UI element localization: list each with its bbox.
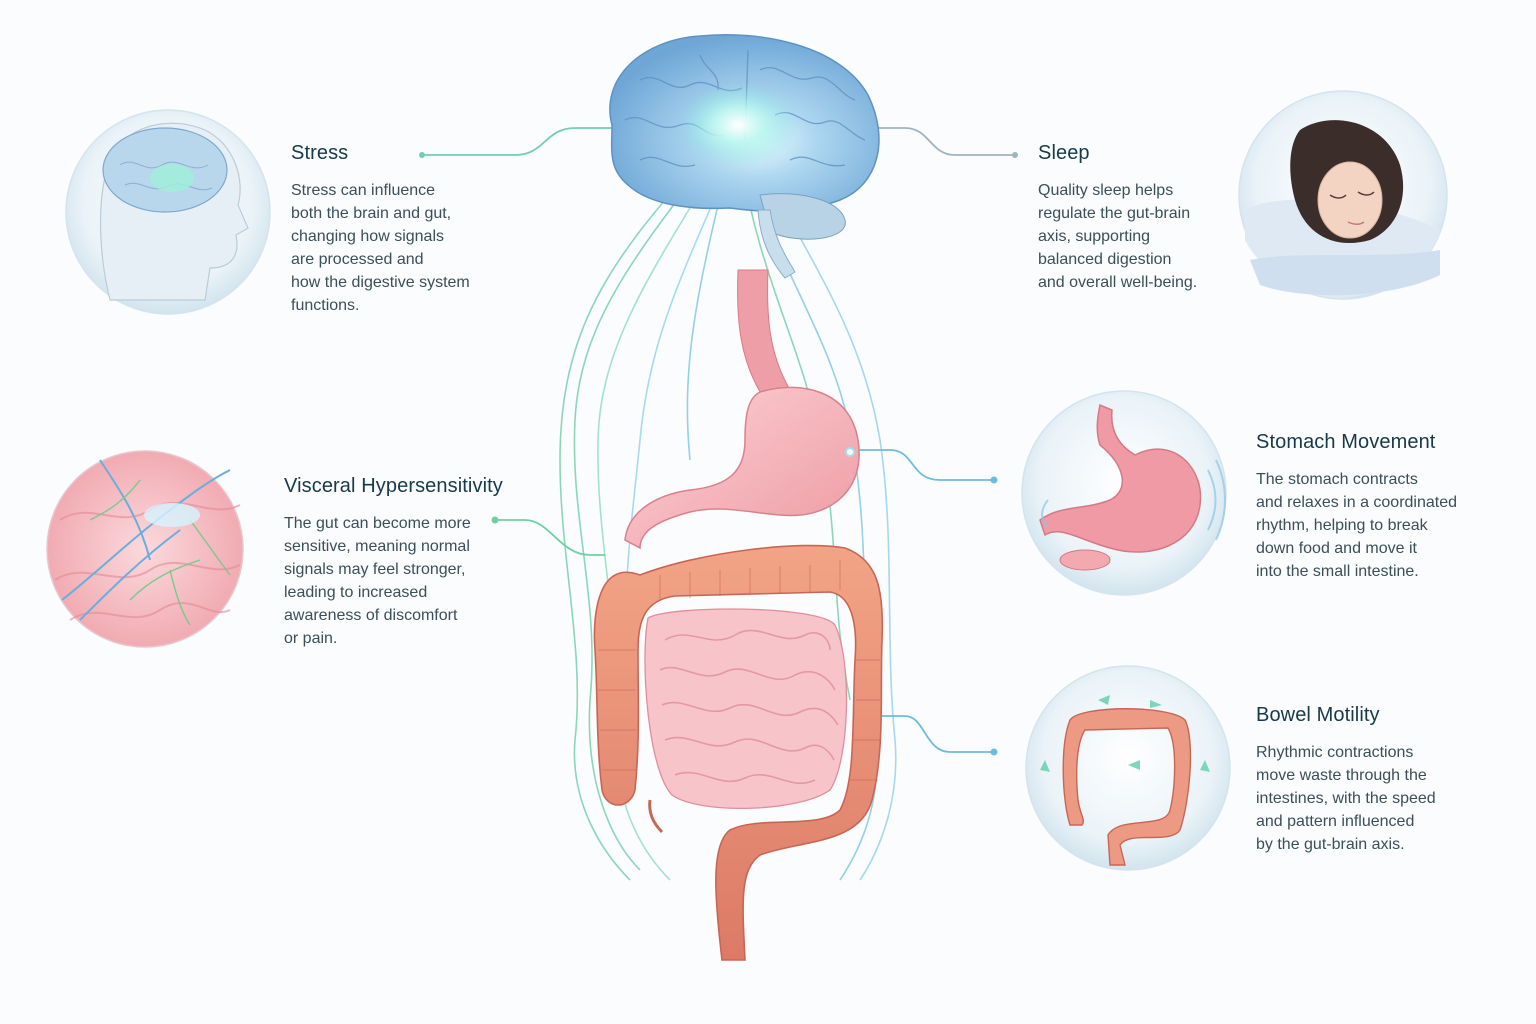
visceral-line: awareness of discomfort xyxy=(284,607,458,624)
sleep-line: axis, supporting xyxy=(1038,228,1151,245)
bowel-line: Rhythmic contractions xyxy=(1256,744,1414,761)
colon-illustration xyxy=(593,544,884,961)
vagus-nerve-fibres xyxy=(559,149,897,881)
sleep-line: regulate the gut-brain xyxy=(1038,205,1191,222)
bowel-line: intestines, with the speed xyxy=(1256,790,1436,807)
sleep-description: Quality sleep helps regulate the gut-bra… xyxy=(1038,179,1197,294)
stress-line: Stress can influence xyxy=(291,182,436,199)
stress-line: both the brain and gut, xyxy=(291,205,452,222)
stomach-line: and relaxes in a coordinated xyxy=(1256,494,1458,511)
colon-icon xyxy=(1025,665,1231,871)
stress-section: Stress Stress can influence both the bra… xyxy=(291,142,470,317)
visceral-line: leading to increased xyxy=(284,584,428,601)
sleep-line: balanced digestion xyxy=(1038,251,1172,268)
head-brain-icon xyxy=(65,109,271,315)
stomach-line: down food and move it xyxy=(1256,540,1417,557)
stomach-movement-section: Stomach Movement The stomach contracts a… xyxy=(1256,431,1457,583)
bowel-line: by the gut-brain axis. xyxy=(1256,836,1405,853)
visceral-title: Visceral Hypersensitivity xyxy=(284,475,503,497)
brain-illustration xyxy=(609,34,880,279)
stress-line: changing how signals xyxy=(291,228,444,245)
stress-description: Stress can influence both the brain and … xyxy=(291,179,470,317)
visceral-line: signals may feel stronger, xyxy=(284,561,466,578)
brain-glow xyxy=(678,83,798,167)
sleep-section: Sleep Quality sleep helps regulate the g… xyxy=(1038,142,1197,294)
bowel-motility-section: Bowel Motility Rhythmic contractions mov… xyxy=(1256,704,1436,856)
stomach-movement-title: Stomach Movement xyxy=(1256,431,1436,453)
sleep-line: and overall well-being. xyxy=(1038,274,1198,291)
bowel-motility-description: Rhythmic contractions move waste through… xyxy=(1256,741,1436,856)
nerve-tissue-icon xyxy=(46,450,244,648)
visceral-section: Visceral Hypersensitivity The gut can be… xyxy=(284,475,503,650)
stomach-line: rhythm, helping to break xyxy=(1256,517,1428,534)
sleeping-woman-icon xyxy=(1238,90,1448,300)
sleep-title: Sleep xyxy=(1038,142,1090,164)
stomach-icon xyxy=(1021,390,1227,596)
stomach-line: into the small intestine. xyxy=(1256,563,1419,580)
stress-title: Stress xyxy=(291,142,349,164)
stress-line: are processed and xyxy=(291,251,424,268)
small-intestine-illustration xyxy=(644,608,848,810)
sleep-line: Quality sleep helps xyxy=(1038,182,1174,199)
bowel-line: and pattern influenced xyxy=(1256,813,1415,830)
stomach-movement-description: The stomach contracts and relaxes in a c… xyxy=(1256,468,1457,583)
bowel-line: move waste through the xyxy=(1256,767,1427,784)
visceral-description: The gut can become more sensitive, meani… xyxy=(284,512,503,650)
visceral-line: sensitive, meaning normal xyxy=(284,538,470,555)
visceral-line: The gut can become more xyxy=(284,515,471,532)
visceral-line: or pain. xyxy=(284,630,338,647)
stress-line: functions. xyxy=(291,297,360,314)
stomach-illustration xyxy=(624,269,860,550)
bowel-motility-title: Bowel Motility xyxy=(1256,704,1380,726)
connector-lines xyxy=(419,127,1018,756)
stress-line: how the digestive system xyxy=(291,274,470,291)
stomach-line: The stomach contracts xyxy=(1256,471,1418,488)
